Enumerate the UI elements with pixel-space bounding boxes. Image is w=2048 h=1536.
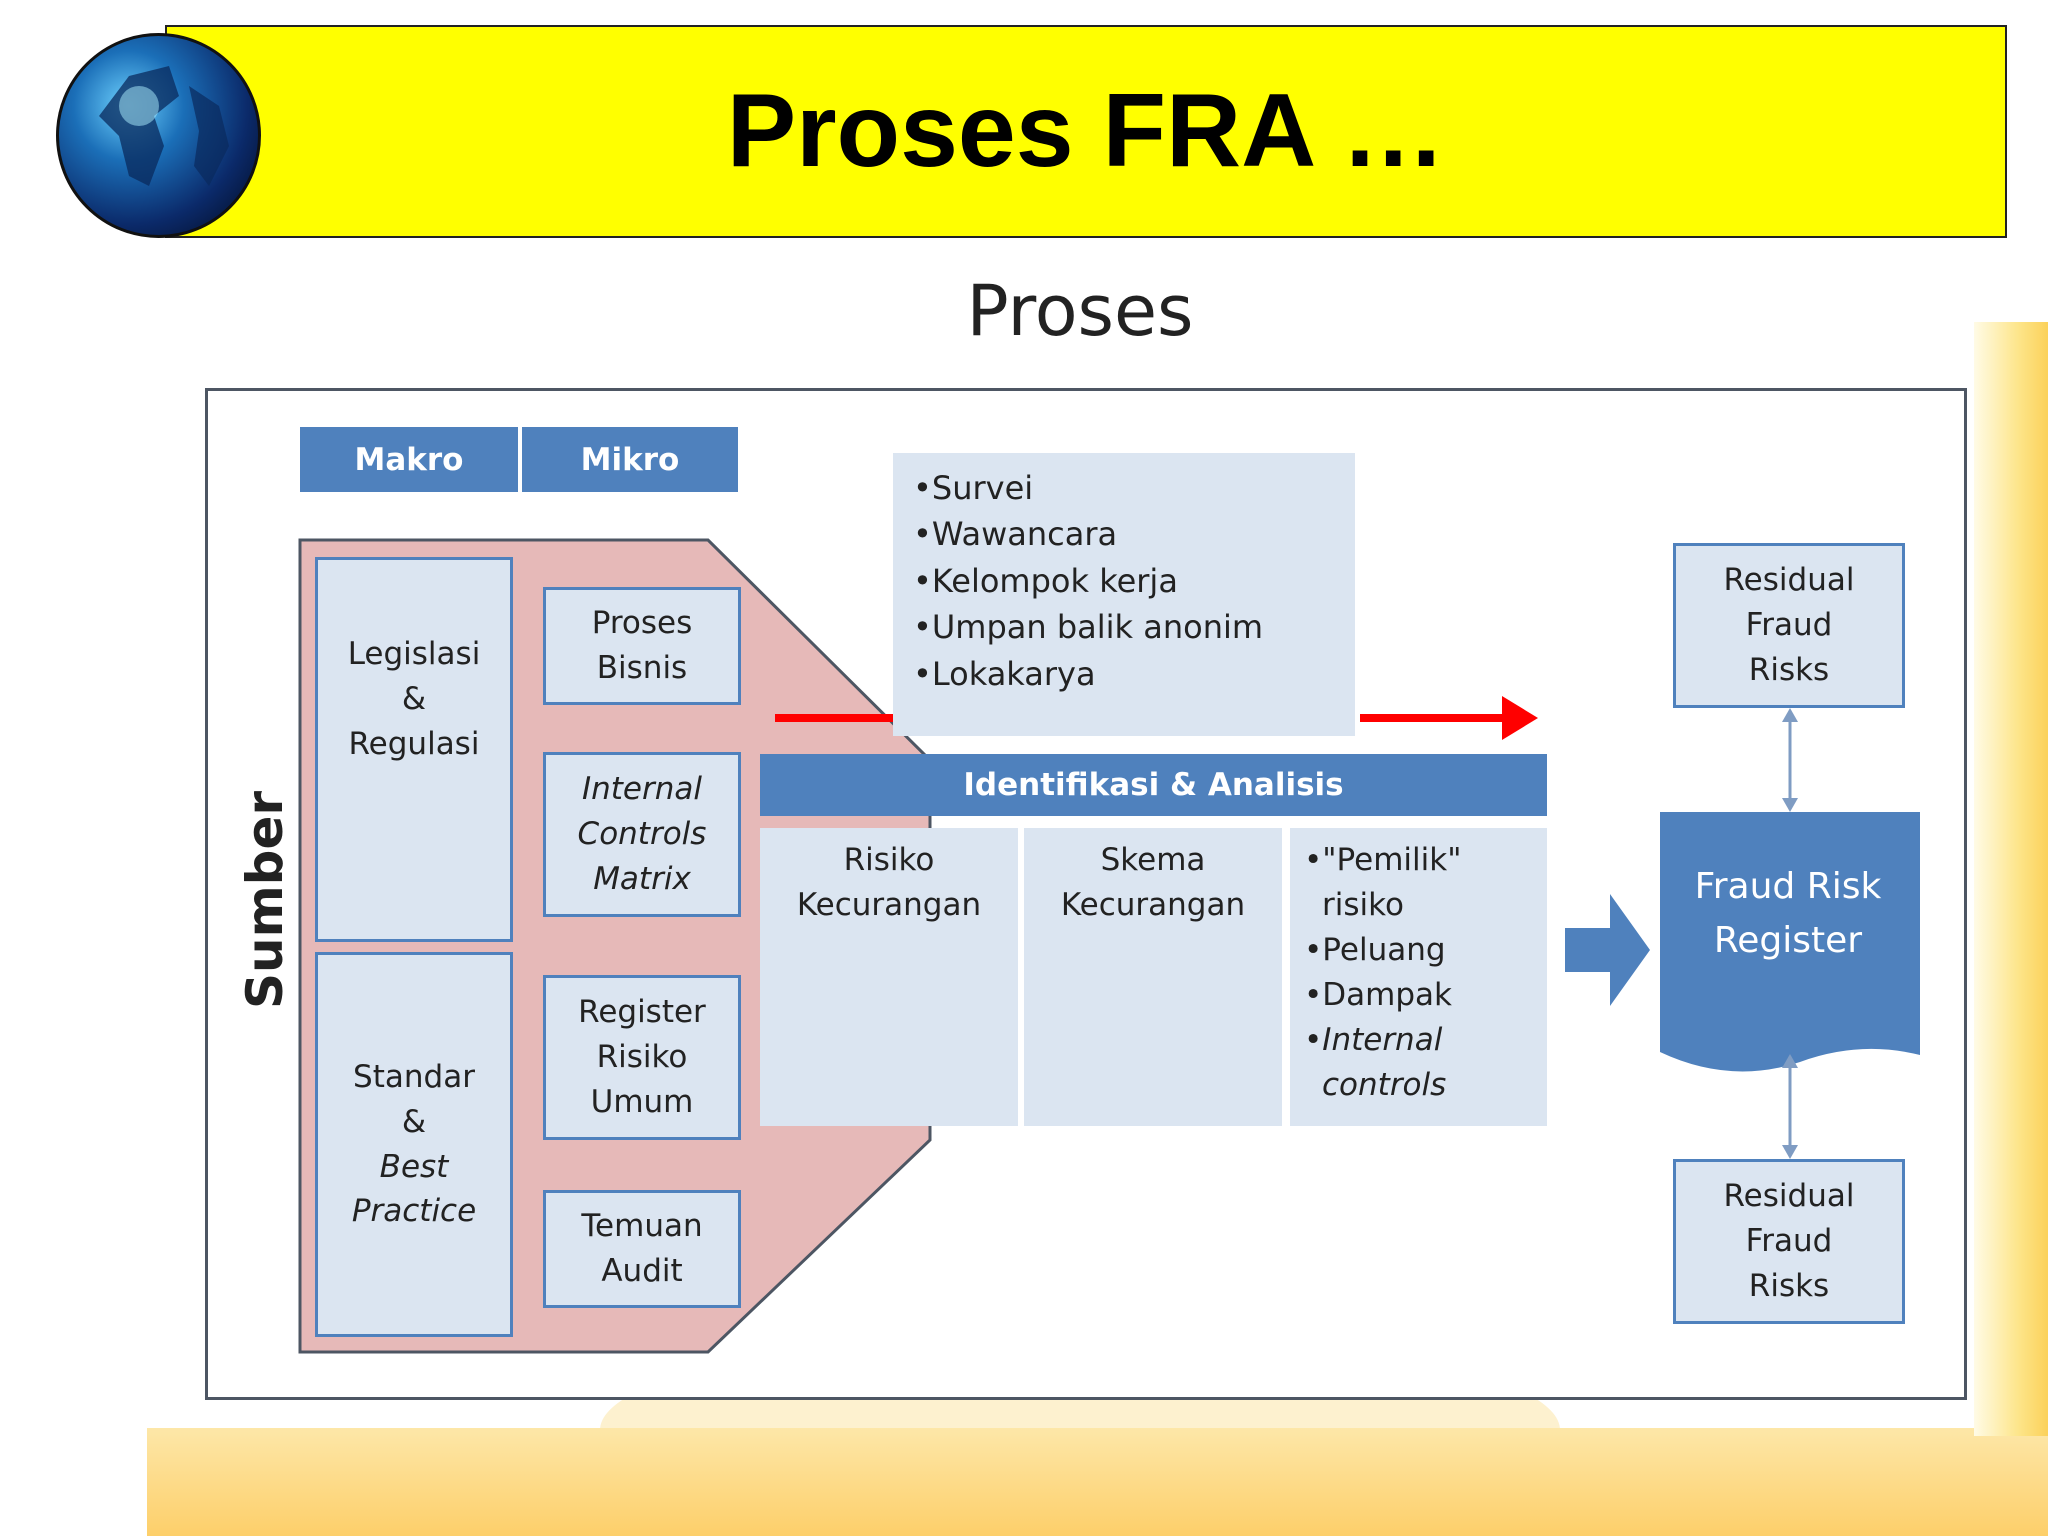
factor-item: Dampak: [1304, 973, 1533, 1018]
methods-list: Survei Wawancara Kelompok kerja Umpan ba…: [893, 453, 1355, 736]
makro-box-standar: Standar & Best Practice: [315, 952, 513, 1337]
mikro-box-temuan-audit: Temuan Audit: [543, 1190, 741, 1308]
method-item: Umpan balik anonim: [913, 604, 1335, 650]
mikro-box-proses-bisnis: Proses Bisnis: [543, 587, 741, 705]
fraud-risk-register-label: Fraud Risk Register: [1694, 866, 1882, 961]
mikro-box-internal-controls: Internal Controls Matrix: [543, 752, 741, 917]
header-mikro: Mikro: [522, 427, 738, 492]
method-item: Kelompok kerja: [913, 558, 1335, 604]
analysis-col-skema: Skema Kecurangan: [1024, 828, 1282, 1126]
globe-icon: [56, 33, 261, 238]
analysis-col-factors: "Pemilik" risiko Peluang Dampak Internal…: [1290, 828, 1547, 1126]
method-item: Lokakarya: [913, 651, 1335, 697]
factor-item: Internal controls: [1304, 1018, 1533, 1108]
blue-arrow: [1565, 894, 1650, 1006]
register-document-shape: [1660, 812, 1920, 1072]
method-item: Survei: [913, 465, 1335, 511]
factor-item: Peluang: [1304, 928, 1533, 973]
makro-box-legislasi: Legislasi & Regulasi: [315, 557, 513, 942]
analysis-col-risiko: Risiko Kecurangan: [760, 828, 1018, 1126]
slide-title: Proses FRA …: [726, 73, 1446, 189]
title-banner: [165, 25, 2007, 238]
method-item: Wawancara: [913, 511, 1335, 557]
residual-fraud-risks-top: Residual Fraud Risks: [1673, 543, 1905, 708]
subtitle: Proses: [966, 270, 1194, 352]
factor-item: "Pemilik" risiko: [1304, 838, 1533, 928]
mikro-box-register-risiko: Register Risiko Umum: [543, 975, 741, 1140]
header-makro: Makro: [300, 427, 518, 492]
background-gradient-bottom: [147, 1428, 2048, 1536]
analysis-header: Identifikasi & Analisis: [760, 754, 1547, 816]
side-label: Sumber: [236, 790, 295, 1010]
residual-fraud-risks-bottom: Residual Fraud Risks: [1673, 1159, 1905, 1324]
red-arrow-head: [1502, 696, 1538, 740]
background-gradient-side: [1974, 322, 2048, 1436]
